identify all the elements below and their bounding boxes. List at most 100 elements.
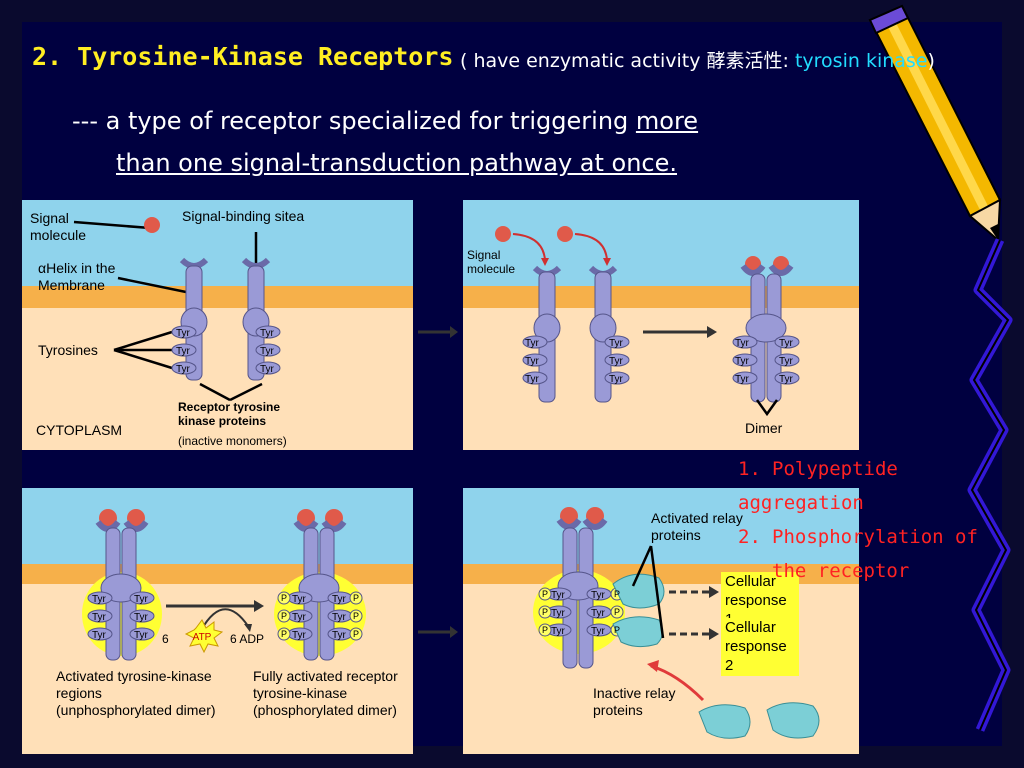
subtitle-open: ( have enzymatic activity xyxy=(460,50,701,72)
activated-regions-label: Activated tyrosine-kinase regions (unpho… xyxy=(56,668,216,718)
slide-title: 2. Tyrosine-Kinase Receptors xyxy=(32,42,454,71)
tyr-label: Tyr xyxy=(591,626,606,637)
tyr-label: Tyr xyxy=(591,590,606,601)
subtitle-chinese: 酵素活性: xyxy=(706,50,789,72)
phosphate-label: P xyxy=(353,611,359,621)
atp-burst-icon xyxy=(184,619,224,654)
squiggle-decoration xyxy=(967,238,1013,732)
tyr-label: Tyr xyxy=(134,612,149,623)
phosphate-label: P xyxy=(281,593,287,603)
description-underline-more: more xyxy=(635,107,699,135)
phosphate-label: P xyxy=(281,629,287,639)
tyr-label: Tyr xyxy=(551,626,566,637)
pencil-decoration xyxy=(868,4,1002,243)
tyr-label: Tyr xyxy=(134,594,149,605)
receptor-monomer-b xyxy=(588,265,630,403)
tyr-label: Tyr xyxy=(551,590,566,601)
description-prefix: --- a type of receptor specialized for t… xyxy=(72,107,629,135)
receptor-monomer-a xyxy=(171,257,209,381)
tyr-label: Tyr xyxy=(292,612,307,623)
tyr-label: Tyr xyxy=(525,374,540,385)
relay-protein-inactive-2 xyxy=(766,702,820,739)
tyr-label: Tyr xyxy=(779,374,794,385)
tyr-label: Tyr xyxy=(332,612,347,623)
cytoplasm-label: CYTOPLASM xyxy=(36,422,123,438)
receptor-monomer-a xyxy=(522,265,562,403)
active-receptor-dimer xyxy=(533,507,625,669)
note-item: 2. Phosphorylation of the receptor xyxy=(738,520,988,588)
tyr-label: Tyr xyxy=(525,356,540,367)
signal-molecule-icon xyxy=(495,226,511,242)
tyr-label: Tyr xyxy=(176,328,191,339)
note-text: Polypeptide aggregation xyxy=(738,458,898,514)
tyr-label: Tyr xyxy=(735,356,750,367)
description-line2: than one signal-transduction pathway at … xyxy=(116,149,678,177)
receptor-proteins-label: Receptor tyrosine kinase proteins xyxy=(178,400,281,429)
tyr-label: Tyr xyxy=(260,346,275,357)
atp-count: 6 xyxy=(162,632,169,646)
tyr-label: Tyr xyxy=(260,328,275,339)
signal-molecule-icon xyxy=(557,226,573,242)
summary-notes: 1.Polypeptide aggregation 2. Phosphorylat… xyxy=(738,452,1024,588)
phosphate-label: P xyxy=(281,611,287,621)
atp-label: ATP xyxy=(193,632,212,643)
subtitle-close: ) xyxy=(927,50,935,72)
tyrosines-label: Tyrosines xyxy=(38,342,98,358)
tyr-label: Tyr xyxy=(332,594,347,605)
activated-relay-label: Activated relay proteins xyxy=(651,510,743,543)
tyr-label: Tyr xyxy=(591,608,606,619)
p-labels-panel4: PPP PPP xyxy=(542,589,620,635)
tyr-label: Tyr xyxy=(779,338,794,349)
relay-protein-active-2 xyxy=(612,616,663,648)
slide-subtitle: ( have enzymatic activity 酵素活性: tyrosin … xyxy=(460,46,935,73)
tyr-label: Tyr xyxy=(176,364,191,375)
tyr-label: Tyr xyxy=(92,612,107,623)
description-line1: --- a type of receptor specialized for t… xyxy=(72,107,698,135)
tyr-label: Tyr xyxy=(134,630,149,641)
phosphate-label: P xyxy=(542,625,548,635)
note-item: 1.Polypeptide aggregation xyxy=(738,452,1024,520)
relay-protein-inactive-1 xyxy=(698,704,751,739)
signal-molecule-label: Signal molecule xyxy=(30,210,87,243)
phosphate-label: P xyxy=(614,625,620,635)
fully-activated-dimer xyxy=(274,509,366,661)
adp-label: 6 ADP xyxy=(230,632,265,646)
helix-text: Helix in the Membrane xyxy=(38,260,116,293)
signal-molecule-icon xyxy=(144,217,160,233)
p-labels-panel3: PPP PPP xyxy=(281,593,359,639)
signal-binding-site-label: Signal-binding sitea xyxy=(182,208,305,224)
tyr-label: Tyr xyxy=(551,608,566,619)
tyr-label: Tyr xyxy=(609,356,624,367)
phosphate-label: P xyxy=(614,607,620,617)
relay-protein-active-1 xyxy=(612,573,665,609)
helix-label: αHelix in the Membrane xyxy=(38,260,148,294)
tyr-label: Tyr xyxy=(92,594,107,605)
dimer-label: Dimer xyxy=(745,420,783,436)
tyr-label: Tyr xyxy=(735,338,750,349)
tyr-label: Tyr xyxy=(332,630,347,641)
tyr-label: Tyr xyxy=(92,630,107,641)
tyr-label: Tyr xyxy=(779,356,794,367)
step-arrow-1 xyxy=(418,326,458,338)
tyr-label: Tyr xyxy=(609,374,624,385)
tyr-label: Tyr xyxy=(176,346,191,357)
note-text: Phosphorylation of the receptor xyxy=(772,526,978,582)
phosphate-label: P xyxy=(542,589,548,599)
inactive-relay-label: Inactive relay proteins xyxy=(593,685,676,718)
note-number: 2. xyxy=(738,526,761,548)
phosphate-label: P xyxy=(353,629,359,639)
tyr-label: Tyr xyxy=(292,630,307,641)
phosphate-label: P xyxy=(614,589,620,599)
step-arrow-3 xyxy=(418,626,458,638)
tyr-label: Tyr xyxy=(525,338,540,349)
tyr-label: Tyr xyxy=(735,374,750,385)
tyr-label: Tyr xyxy=(260,364,275,375)
